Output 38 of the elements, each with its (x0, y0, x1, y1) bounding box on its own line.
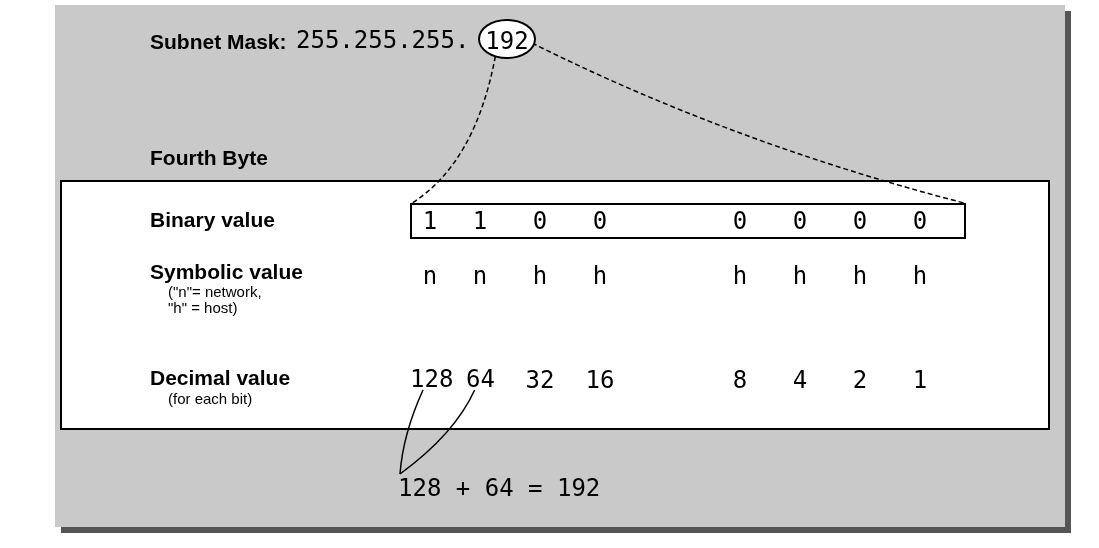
symbol-letter: h (732, 262, 748, 290)
bit-digit: 0 (912, 207, 928, 235)
sum-equation: 128 + 64 = 192 (398, 474, 601, 502)
symbol-letter: h (592, 262, 608, 290)
mask-value: 255.255.255. (296, 26, 470, 54)
symbol-letter: n (472, 262, 488, 290)
bit-digit: 0 (532, 207, 548, 235)
bit-digit: 1 (422, 207, 438, 235)
binary-box (410, 203, 966, 239)
bit-digit: 0 (592, 207, 608, 235)
bit-weight: 64 (466, 365, 495, 393)
row-heading: Decimal value (150, 366, 291, 390)
symbol-letter: h (912, 262, 928, 290)
symbol-letter: h (792, 262, 808, 290)
leader-line (399, 389, 424, 475)
bit-weight: 16 (585, 366, 615, 394)
bit-weight: 32 (525, 366, 555, 394)
bit-weight: 8 (732, 366, 748, 394)
row-heading: Symbolic value (150, 260, 303, 284)
bit-digit: 1 (472, 207, 488, 235)
row-heading: Fourth Byte (150, 146, 268, 170)
mask-label: Subnet Mask: (150, 30, 287, 54)
bit-digit: 0 (852, 207, 868, 235)
bit-weight: 4 (792, 366, 808, 394)
bit-weight: 128 (410, 365, 454, 393)
row-note: ("n"= network, "h" = host) (168, 284, 263, 316)
symbol-letter: n (422, 262, 438, 290)
table-box (60, 180, 1050, 430)
bit-weight: 1 (912, 366, 928, 394)
leader-line (399, 389, 476, 475)
bit-digit: 0 (792, 207, 808, 235)
row-note: (for each bit) (168, 391, 253, 407)
symbol-letter: h (852, 262, 868, 290)
bit-weight: 2 (852, 366, 868, 394)
dashed-connector (411, 55, 497, 204)
symbol-letter: h (532, 262, 548, 290)
bit-digit: 0 (732, 207, 748, 235)
row-heading: Binary value (150, 208, 275, 232)
